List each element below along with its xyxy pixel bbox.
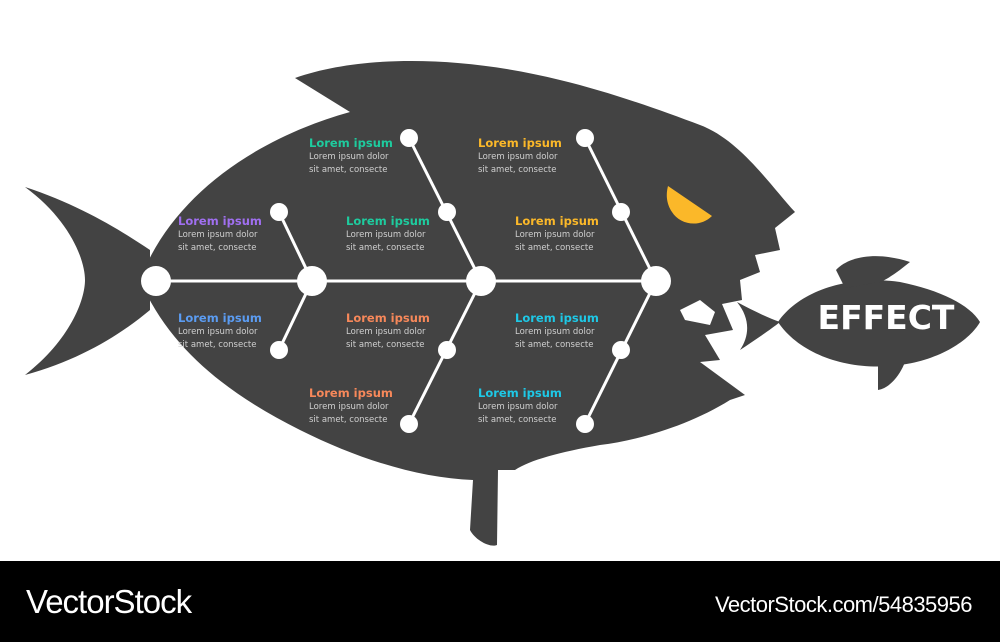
- cause-title: Lorem ipsum: [309, 136, 393, 150]
- cause-label-bottom-right-lower: Lorem ipsum Lorem ipsum dolor sit amet, …: [478, 386, 578, 426]
- effect-label: EFFECT: [817, 298, 955, 337]
- cause-desc-line2: sit amet, consecte: [478, 165, 557, 175]
- brand-logo-text: VectorStock: [26, 583, 192, 620]
- cause-desc-line1: Lorem ipsum dolor: [515, 230, 595, 240]
- effect-fish: [737, 256, 980, 390]
- cause-title: Lorem ipsum: [346, 214, 430, 228]
- cause-desc-line1: Lorem ipsum dolor: [346, 230, 426, 240]
- cause-label-bottom-right-upper: Lorem ipsum Lorem ipsum dolor sit amet, …: [515, 311, 615, 351]
- big-fish-silhouette: [25, 60, 795, 546]
- cause-title: Lorem ipsum: [478, 386, 562, 400]
- cause-desc-line2: sit amet, consecte: [515, 243, 594, 253]
- fishbone-diagram: [25, 60, 980, 546]
- cause-desc-line2: sit amet, consecte: [478, 415, 557, 425]
- cause-desc-line2: sit amet, consecte: [346, 340, 425, 350]
- cause-desc-line1: Lorem ipsum dolor: [309, 152, 389, 162]
- cause-desc-line1: Lorem ipsum dolor: [478, 152, 558, 162]
- cause-label-bottom-left: Lorem ipsum Lorem ipsum dolor sit amet, …: [178, 311, 278, 351]
- cause-label-top-left: Lorem ipsum Lorem ipsum dolor sit amet, …: [178, 214, 278, 254]
- cause-label-bottom-mid-upper: Lorem ipsum Lorem ipsum dolor sit amet, …: [346, 311, 446, 351]
- cause-title: Lorem ipsum: [178, 311, 262, 325]
- cause-desc-line1: Lorem ipsum dolor: [515, 327, 595, 337]
- cause-desc-line1: Lorem ipsum dolor: [178, 230, 258, 240]
- cause-desc-line1: Lorem ipsum dolor: [346, 327, 426, 337]
- cause-title: Lorem ipsum: [515, 214, 599, 228]
- cause-desc-line2: sit amet, consecte: [515, 340, 594, 350]
- cause-label-top-right-lower: Lorem ipsum Lorem ipsum dolor sit amet, …: [515, 214, 615, 254]
- cause-title: Lorem ipsum: [478, 136, 562, 150]
- cause-label-top-right-upper: Lorem ipsum Lorem ipsum dolor sit amet, …: [478, 136, 578, 176]
- eye-icon: [666, 186, 712, 224]
- cause-label-top-mid-lower: Lorem ipsum Lorem ipsum dolor sit amet, …: [346, 214, 446, 254]
- fishbone-nodes: [141, 129, 671, 433]
- cause-desc-line2: sit amet, consecte: [178, 340, 257, 350]
- cause-desc-line2: sit amet, consecte: [346, 243, 425, 253]
- cause-title: Lorem ipsum: [515, 311, 599, 325]
- cause-label-bottom-mid-lower: Lorem ipsum Lorem ipsum dolor sit amet, …: [309, 386, 409, 426]
- mouth-teeth: [680, 300, 715, 325]
- image-id-text: VectorStock.com/54835956: [714, 592, 973, 617]
- cause-desc-line1: Lorem ipsum dolor: [178, 327, 258, 337]
- cause-desc-line2: sit amet, consecte: [309, 165, 388, 175]
- watermark-footer: VectorStock VectorStock.com/54835956: [0, 561, 1000, 642]
- cause-desc-line1: Lorem ipsum dolor: [309, 402, 389, 412]
- cause-desc-line2: sit amet, consecte: [178, 243, 257, 253]
- cause-title: Lorem ipsum: [309, 386, 393, 400]
- cause-desc-line2: sit amet, consecte: [309, 415, 388, 425]
- cause-title: Lorem ipsum: [346, 311, 430, 325]
- cause-desc-line1: Lorem ipsum dolor: [478, 402, 558, 412]
- cause-label-top-mid-upper: Lorem ipsum Lorem ipsum dolor sit amet, …: [309, 136, 409, 176]
- cause-title: Lorem ipsum: [178, 214, 262, 228]
